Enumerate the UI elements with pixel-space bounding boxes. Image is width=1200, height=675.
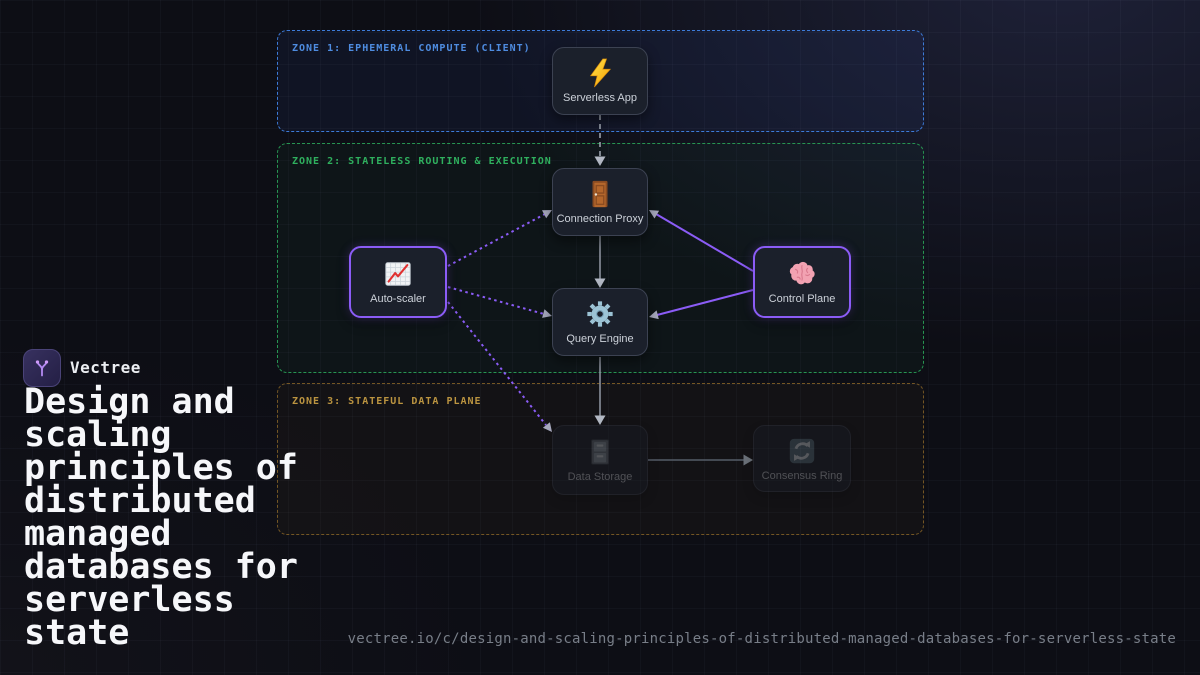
door-icon (592, 180, 608, 208)
file-cabinet-icon (591, 439, 609, 465)
card-title: Design and scaling principles of distrib… (24, 382, 298, 653)
node-query-engine: Query Engine (552, 288, 648, 356)
gear-icon (587, 301, 613, 327)
cycle-arrows-icon (789, 438, 815, 463)
node-label: Control Plane (768, 293, 836, 305)
node-data-storage: Data Storage (552, 425, 648, 495)
zone1-label: ZONE 1: EPHEMERAL COMPUTE (CLIENT) (292, 43, 531, 54)
vectree-logo-icon (35, 360, 49, 377)
node-label: Data Storage (567, 471, 633, 483)
node-label: Auto-scaler (370, 293, 426, 305)
node-label: Query Engine (566, 333, 634, 345)
brand-logo (23, 349, 61, 387)
node-connection-proxy: Connection Proxy (552, 168, 648, 236)
node-control-plane: Control Plane (753, 246, 851, 318)
chart-increasing-icon (385, 262, 411, 286)
lightning-icon (589, 58, 612, 88)
brain-icon (789, 261, 815, 285)
node-label: Serverless App (563, 92, 637, 104)
node-label: Connection Proxy (556, 213, 644, 225)
zone3-label: ZONE 3: STATEFUL DATA PLANE (292, 396, 482, 407)
card-url: vectree.io/c/design-and-scaling-principl… (347, 631, 1176, 647)
zone2-label: ZONE 2: STATELESS ROUTING & EXECUTION (292, 156, 552, 167)
node-auto-scaler: Auto-scaler (349, 246, 447, 318)
node-consensus-ring: Consensus Ring (753, 425, 851, 492)
node-label: Consensus Ring (761, 469, 843, 482)
brand-name: Vectree (70, 358, 141, 377)
node-serverless-app: Serverless App (552, 47, 648, 115)
